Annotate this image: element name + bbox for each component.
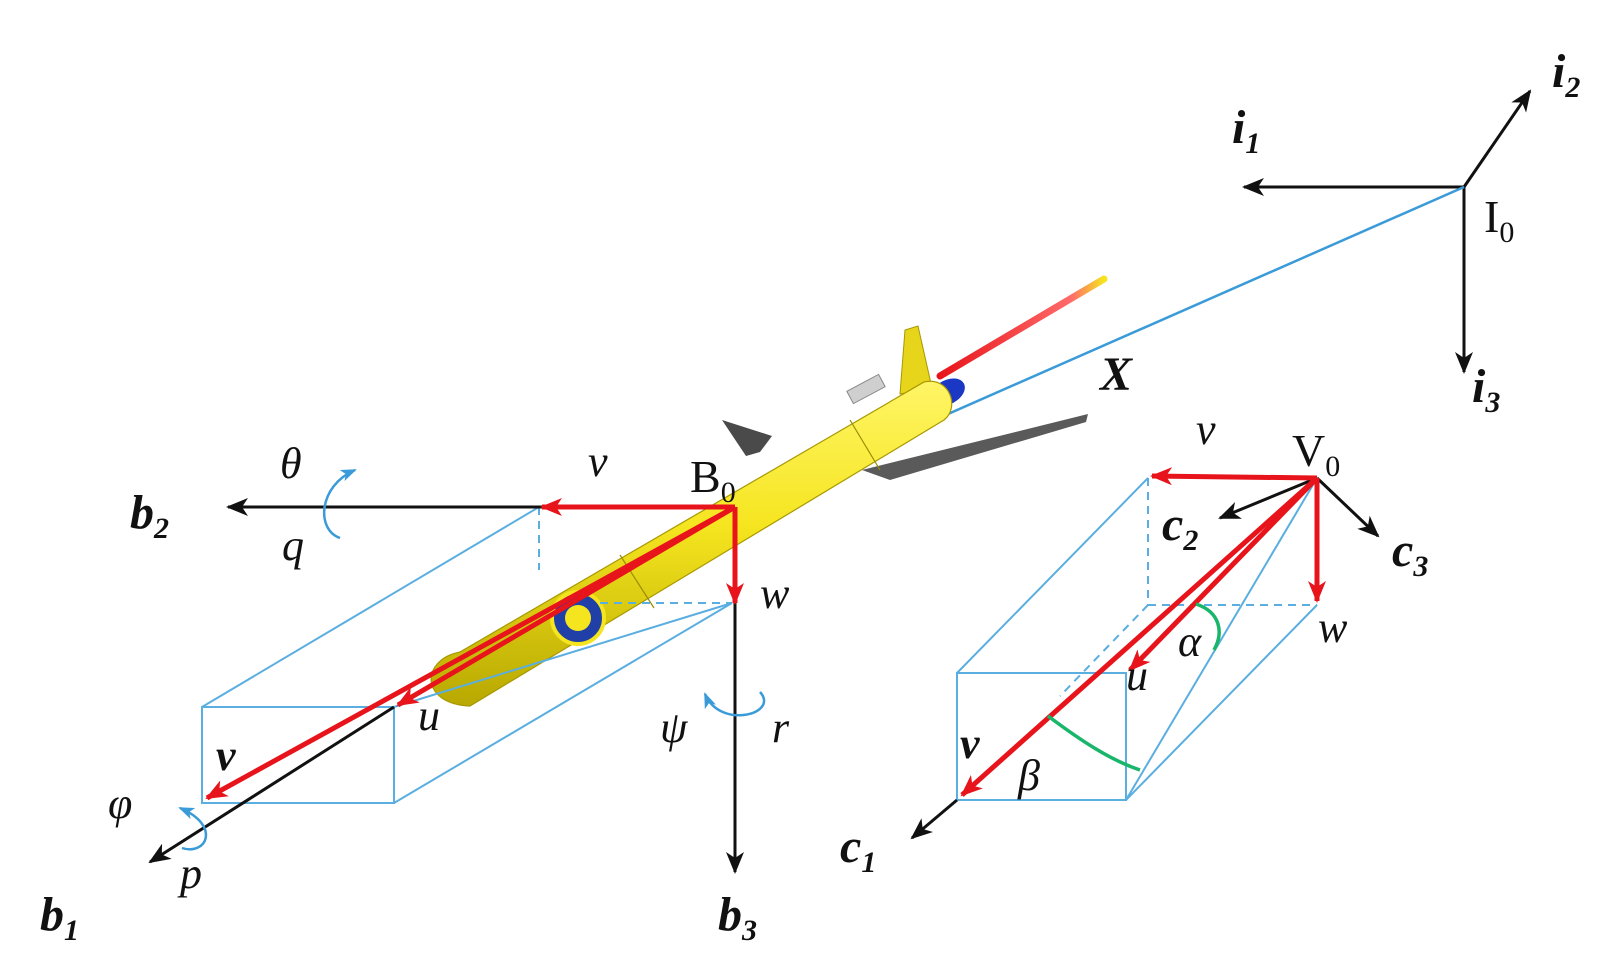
flow-velocity-box bbox=[956, 477, 1318, 801]
glider-module bbox=[846, 373, 886, 405]
sideslip-angle-arc bbox=[1046, 714, 1141, 772]
axis-b2-label: b2 bbox=[130, 486, 169, 545]
flow-vel-total-arrow bbox=[960, 476, 1319, 797]
yaw-angle-label: ψ bbox=[660, 703, 688, 752]
body-vel-w-label: w bbox=[760, 569, 790, 618]
roll-rotation-arrow bbox=[178, 806, 208, 851]
position-vector-X-label: X bbox=[1098, 348, 1133, 401]
glider-antenna bbox=[936, 275, 1108, 380]
pitch-rotation-arrow bbox=[322, 468, 357, 540]
glider-hull bbox=[430, 380, 953, 707]
flow-vel-u-arrow bbox=[1128, 476, 1319, 672]
pitch-rate-label: q bbox=[282, 521, 304, 570]
axis-c2-arrow bbox=[1218, 476, 1318, 520]
axis-b1-label: b1 bbox=[40, 888, 79, 947]
axis-b3-label: b3 bbox=[718, 888, 757, 947]
glider-wing-right bbox=[862, 414, 1088, 480]
flow-vel-u-label: u bbox=[1126, 651, 1148, 700]
axis-c3-label: c3 bbox=[1392, 524, 1428, 583]
axis-i2-label: i2 bbox=[1552, 45, 1580, 104]
axis-i2-arrow bbox=[1462, 89, 1532, 188]
yaw-rotation-arrow bbox=[703, 691, 766, 717]
flow-vel-total-label: v bbox=[960, 719, 980, 768]
axis-i1-label: i1 bbox=[1232, 101, 1260, 160]
axis-c3-arrow bbox=[1315, 476, 1380, 538]
flow-vel-v-arrow bbox=[1150, 467, 1318, 486]
body-vel-u-label: u bbox=[418, 691, 440, 740]
hull-seam bbox=[849, 419, 881, 471]
glider-illustration bbox=[430, 275, 1108, 707]
sideslip-angle-label: β bbox=[1017, 751, 1040, 800]
flow-vel-w-label: w bbox=[1318, 603, 1348, 652]
body-velocity-box bbox=[201, 506, 733, 804]
body-vel-total-label: v bbox=[216, 731, 236, 780]
attack-angle-label: α bbox=[1178, 617, 1202, 666]
origin-B0-label: B0 bbox=[690, 451, 736, 509]
origin-V0-label: V0 bbox=[1292, 425, 1340, 483]
axis-b1-arrow bbox=[148, 705, 395, 864]
axis-c1-arrow bbox=[910, 798, 958, 840]
body-vel-v-label: v bbox=[588, 437, 608, 486]
origin-I0-label: I0 bbox=[1484, 191, 1514, 249]
inertial-frame: i1 i2 i3 I0 bbox=[1232, 45, 1580, 419]
yaw-rate-label: r bbox=[772, 703, 790, 752]
hull-seam bbox=[619, 554, 655, 609]
glider-emblem-core bbox=[565, 605, 591, 631]
axis-c1-label: c1 bbox=[840, 820, 876, 879]
axis-i3-label: i3 bbox=[1472, 360, 1500, 419]
attack-angle-arc bbox=[1195, 602, 1221, 651]
roll-angle-label: φ bbox=[108, 779, 132, 828]
flow-vel-v-label: v bbox=[1196, 405, 1216, 454]
roll-rate-label: p bbox=[177, 849, 202, 898]
pitch-angle-label: θ bbox=[280, 439, 302, 488]
body-vel-total-arrow bbox=[205, 504, 737, 801]
axis-c2-label: c2 bbox=[1162, 498, 1198, 557]
glider-wing-left bbox=[722, 420, 772, 456]
